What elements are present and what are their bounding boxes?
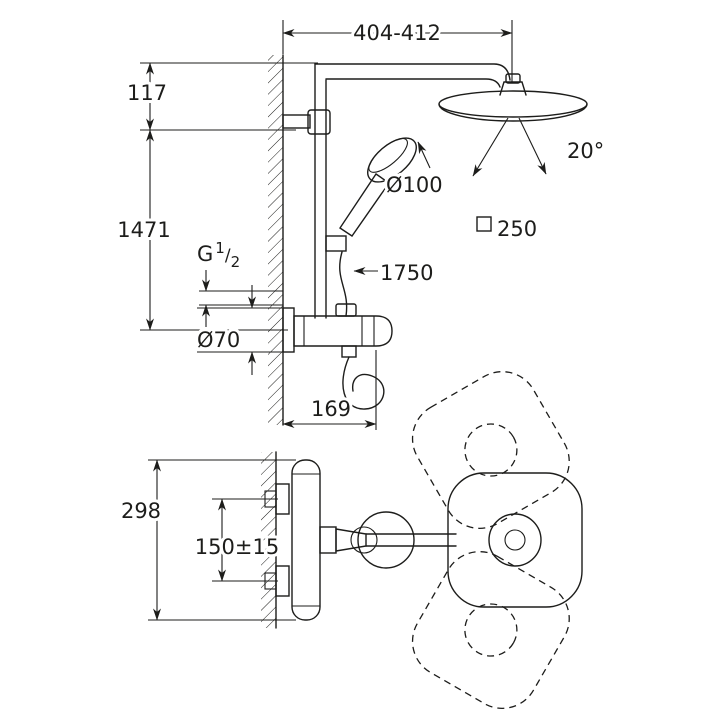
top-offset-label: 117 <box>127 81 167 105</box>
thermostat-mixer-side-view <box>282 303 393 410</box>
wall-section-side-view <box>268 54 284 426</box>
connection-spacing-label: 150±15 <box>195 535 279 559</box>
trim-height-label: 298 <box>121 499 161 523</box>
projection-label: 169 <box>311 397 351 421</box>
dimension-width-range: 404-412 <box>282 18 513 82</box>
tilt-angle-label: 20° <box>567 139 604 163</box>
riser-pipe <box>314 63 511 319</box>
wall-bracket <box>282 109 331 135</box>
hand-shower-plan-solid <box>447 472 583 608</box>
hand-shower <box>325 137 417 317</box>
head-size-label: 250 <box>497 217 537 241</box>
thermostat-mixer-plan-view <box>264 459 457 621</box>
tilt-indicator: 20° <box>472 117 607 177</box>
diverter-knob <box>335 303 357 317</box>
hand-shower-hose <box>339 251 348 317</box>
hand-shower-plan-swivel-down <box>411 551 570 709</box>
hose-length-group: 1750 <box>353 258 436 288</box>
dimension-top-offset: 117 <box>124 62 318 131</box>
hand-shower-diameter-group: Ø100 <box>383 141 446 200</box>
hose-loop <box>342 356 385 410</box>
outlet-block <box>319 526 337 554</box>
square-symbol <box>476 216 492 232</box>
head-shower <box>438 73 588 122</box>
head-size-label-group: 250 <box>476 214 540 244</box>
dimension-escutcheon-diameter: Ø70 <box>194 285 283 375</box>
hand-shower-diameter-label: Ø100 <box>386 173 443 197</box>
dimension-riser-height: 1471 <box>114 129 288 331</box>
hose-length-label: 1750 <box>380 261 433 285</box>
width-range-label: 404-412 <box>353 21 441 45</box>
dimension-trim-height: 298 <box>118 459 296 621</box>
escutcheon-diameter-label: Ø70 <box>197 328 240 352</box>
dimension-projection: 169 <box>282 350 377 430</box>
outlet <box>341 345 357 358</box>
arm-escutcheon <box>357 511 415 569</box>
riser-height-label: 1471 <box>117 218 170 242</box>
hand-shower-plan-swivel-up <box>411 371 570 529</box>
dimension-connection-spacing: 150±15 <box>192 498 282 582</box>
